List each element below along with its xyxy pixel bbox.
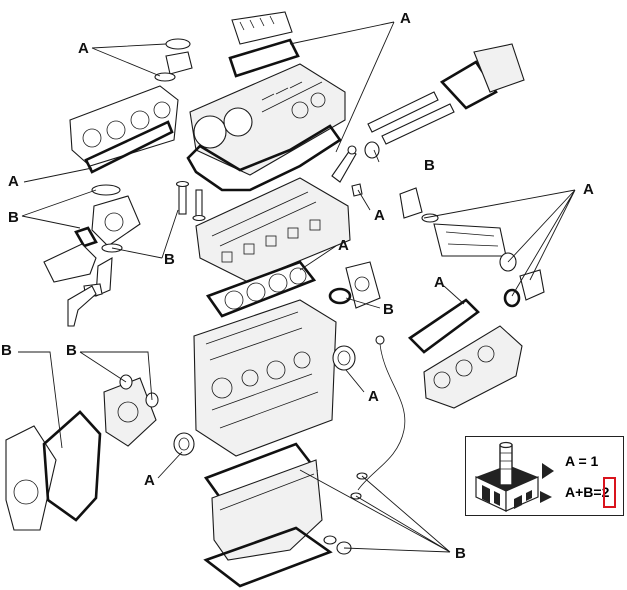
callout-label: B xyxy=(383,301,394,318)
callout-label: B xyxy=(8,209,19,226)
front-cover-gasket xyxy=(42,410,102,522)
callout-label: A xyxy=(400,10,411,27)
callout-label: A xyxy=(434,274,445,291)
thermostat-housing xyxy=(328,261,381,309)
sump-plate-gasket xyxy=(203,526,333,588)
callout-label: B xyxy=(455,545,466,562)
legend-line-b-value: 2 xyxy=(601,484,610,500)
callout-label: B xyxy=(424,157,435,174)
callout-label: B xyxy=(164,251,175,268)
engine-block xyxy=(193,299,337,457)
dipstick-tube xyxy=(350,335,406,500)
cylinder-head xyxy=(195,177,351,283)
manifold xyxy=(69,85,179,167)
intake-manifold xyxy=(423,325,523,409)
exhaust-pipe xyxy=(43,243,113,327)
highlight-box xyxy=(603,477,616,508)
callout-label: B xyxy=(66,342,77,359)
head-gasket xyxy=(205,260,317,318)
valves xyxy=(175,180,206,222)
leader-lines xyxy=(18,21,576,553)
callout-label: A xyxy=(583,181,594,198)
turbo-elbow xyxy=(74,184,141,253)
quantity-legend: A = 1 A+B=2 xyxy=(465,436,624,516)
callout-label: A xyxy=(374,207,385,224)
water-pump xyxy=(103,374,159,447)
callout-label: A xyxy=(368,388,379,405)
legend-line-a: A = 1 xyxy=(565,453,599,469)
intake-manifold-gasket xyxy=(407,298,480,354)
manifold-studs xyxy=(154,38,193,82)
callout-label: A xyxy=(338,237,349,254)
callout-label: B xyxy=(1,342,12,359)
callout-label: A xyxy=(144,472,155,489)
legend-line-b-prefix: A+B= xyxy=(565,484,602,500)
crank-seal-rear xyxy=(332,345,356,371)
head-cover-gasket xyxy=(186,124,342,192)
egr-cooler xyxy=(433,223,545,308)
legend-line-b: A+B=2 xyxy=(565,484,609,500)
oil-pan xyxy=(211,459,323,561)
injector xyxy=(331,145,357,183)
cover-gasket xyxy=(228,38,300,78)
camshafts xyxy=(364,91,455,159)
gasket-kit-icon xyxy=(475,441,554,512)
timing-cover-gasket xyxy=(439,43,525,110)
callout-label: A xyxy=(78,40,89,57)
crank-seal-front xyxy=(173,432,195,456)
callout-label: A xyxy=(8,173,19,190)
valve-cover-top xyxy=(231,11,293,45)
camshaft-carrier xyxy=(189,63,346,176)
